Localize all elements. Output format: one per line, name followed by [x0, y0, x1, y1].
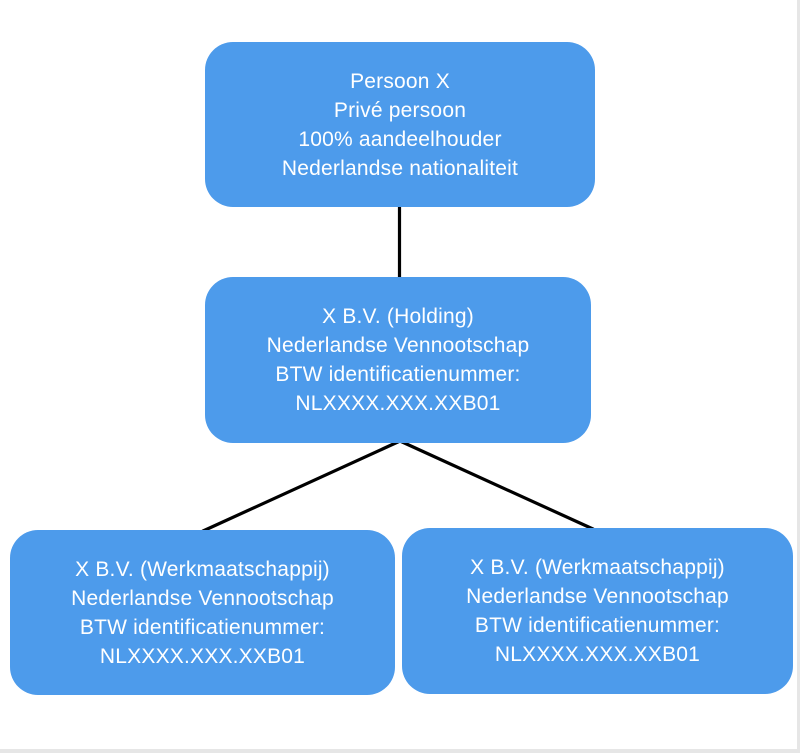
node-text-line: X B.V. (Holding): [322, 305, 474, 328]
node-text-line: Nederlandse nationaliteit: [281, 156, 519, 180]
node-text-line: NLXXXX.XXX.XXB01: [295, 392, 501, 415]
node-text-line: Privé persoon: [333, 98, 467, 122]
node-text-line: Nederlandse Vennootschap: [466, 585, 729, 608]
node-text-line: 100% aandeelhouder: [298, 127, 502, 151]
node-text-line: NLXXXX.XXX.XXB01: [494, 643, 701, 666]
connector-holding-werkmaatschappij-2: [398, 439, 595, 531]
org-node-holding: X B.V. (Holding) Nederlandse Vennootscha…: [205, 277, 591, 443]
connector-holding-werkmaatschappij-1: [201, 439, 402, 533]
node-text-line: BTW identificatienummer:: [79, 615, 326, 639]
node-text-line: Nederlandse Vennootschap: [266, 334, 530, 357]
node-text-line: Nederlandse Vennootschap: [71, 586, 334, 610]
org-node-werkmaatschappij-1: X B.V. (Werkmaatschappij) Nederlandse Ve…: [10, 530, 395, 695]
node-text-line: X B.V. (Werkmaatschappij): [470, 556, 725, 579]
node-text-line: BTW identificatienummer:: [275, 363, 521, 386]
org-node-werkmaatschappij-2: X B.V. (Werkmaatschappij) Nederlandse Ve…: [402, 528, 793, 694]
node-text-line: Persoon X: [350, 69, 450, 93]
node-text-line: X B.V. (Werkmaatschappij): [75, 557, 330, 581]
org-node-person: Persoon X Privé persoon 100% aandeelhoud…: [205, 42, 595, 207]
node-text-line: BTW identificatienummer:: [474, 614, 721, 637]
node-text-line: NLXXXX.XXX.XXB01: [99, 644, 306, 668]
